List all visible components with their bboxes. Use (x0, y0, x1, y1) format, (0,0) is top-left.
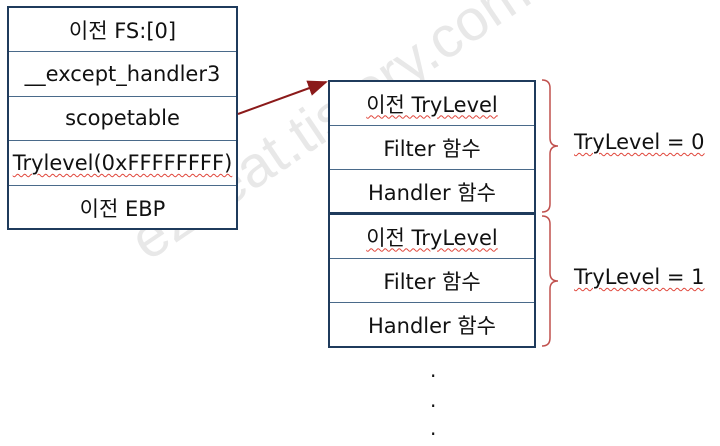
continuation-dot: . (430, 388, 437, 412)
scopetable-cell: scopetable (9, 97, 236, 142)
handler-function-cell: Handler 함수 (367, 314, 496, 338)
prev-trylevel-cell: 이전 TryLevel (330, 82, 534, 126)
trylevel-0-label: TryLevel = 0 (574, 130, 705, 154)
scopetable-pointer-arrow (237, 80, 328, 115)
trylevel-1-text: TryLevel = 1 (574, 265, 705, 289)
except-handler3-cell: __except_handler3 (9, 52, 236, 97)
prev-trylevel-text: 이전 TryLevel (366, 225, 498, 250)
brace-trylevel-1 (541, 215, 559, 347)
continuation-dot: . (430, 416, 437, 440)
trylevel-cell: Trylevel(0xFFFFFFFF) (9, 141, 236, 186)
continuation-dot: . (430, 358, 437, 382)
prev-fs0-cell: 이전 FS:[0] (9, 8, 236, 53)
prev-trylevel-text: 이전 TryLevel (366, 92, 498, 117)
prev-trylevel-cell: 이전 TryLevel (330, 215, 534, 259)
brace-trylevel-0 (541, 79, 559, 213)
filter-function-cell: Filter 함수 (330, 126, 534, 170)
trylevel-1-label: TryLevel = 1 (574, 265, 705, 289)
seh-frame-stack: 이전 FS:[0] __except_handler3 scopetable T… (7, 6, 238, 230)
filter-function-cell: Filter 함수 (330, 259, 534, 303)
scopetable-entry-1: 이전 TryLevel Filter 함수 Handler 함수 (328, 213, 536, 348)
trylevel-text: Trylevel(0xFFFFFFFF) (12, 150, 233, 175)
prev-ebp-cell: 이전 EBP (79, 196, 166, 221)
trylevel-0-text: TryLevel = 0 (574, 130, 705, 154)
handler-function-cell: Handler 함수 (367, 181, 496, 205)
